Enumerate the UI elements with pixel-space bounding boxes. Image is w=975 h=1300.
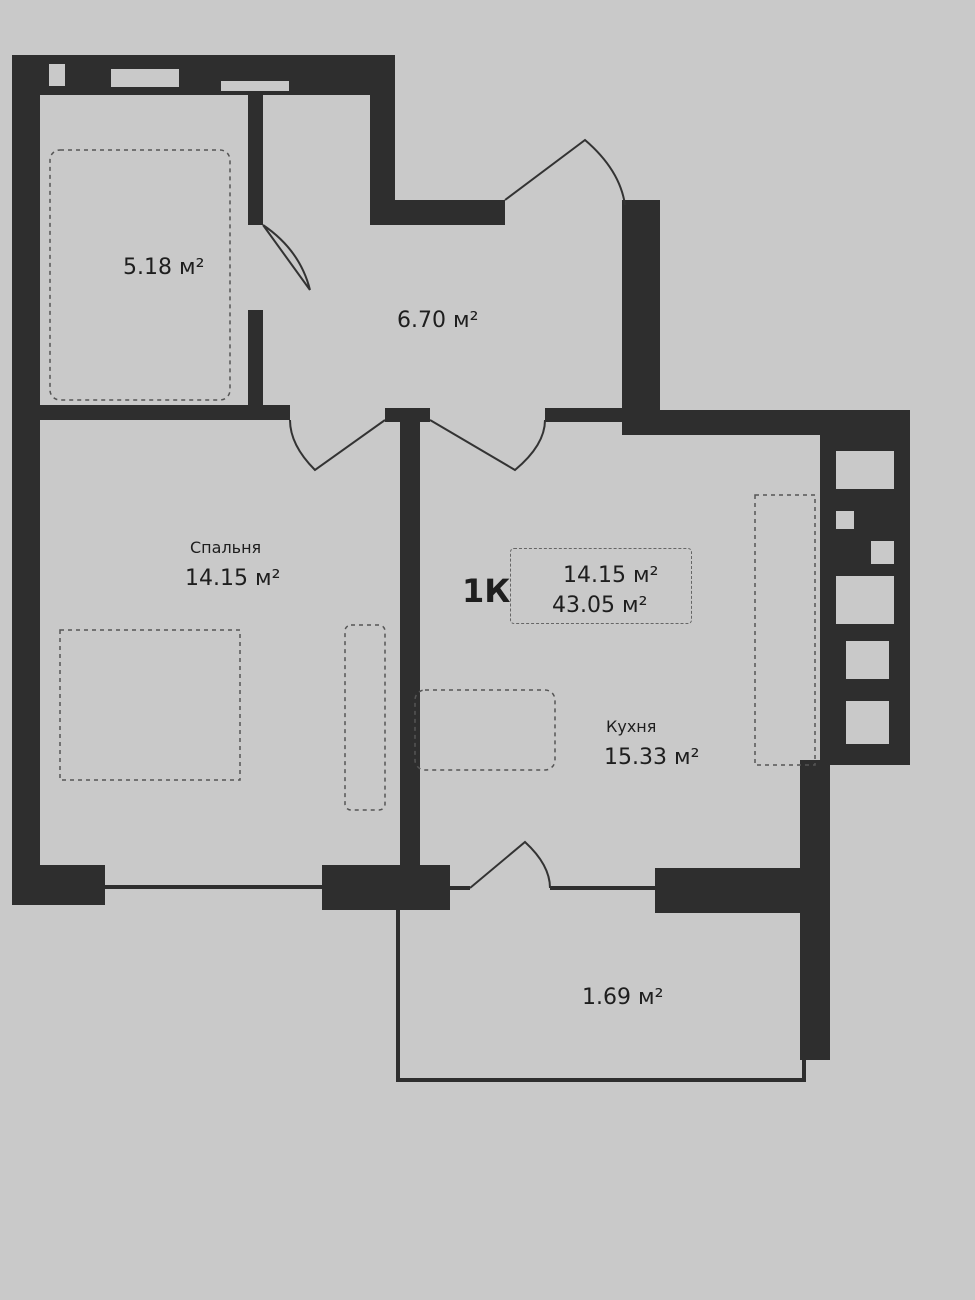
room-area-balcony: 1.69 м²	[582, 985, 664, 1010]
apartment-type: 1К	[462, 572, 511, 610]
doors	[262, 138, 626, 889]
room-name-bedroom: Спальня	[190, 538, 262, 557]
living-area: 14.15 м²	[563, 563, 659, 588]
furniture	[49, 149, 816, 811]
room-area-bathroom: 5.18 м²	[123, 255, 205, 280]
room-name-kitchen: Кухня	[606, 717, 657, 736]
total-area: 43.05 м²	[552, 593, 648, 618]
room-area-kitchen: 15.33 м²	[604, 745, 700, 770]
thin-walls	[105, 885, 806, 1082]
windows	[47, 62, 896, 746]
walls	[12, 55, 910, 1060]
apartment-summary-box	[510, 548, 692, 624]
room-area-hallway: 6.70 м²	[397, 308, 479, 333]
room-area-bedroom: 14.15 м²	[185, 566, 281, 591]
